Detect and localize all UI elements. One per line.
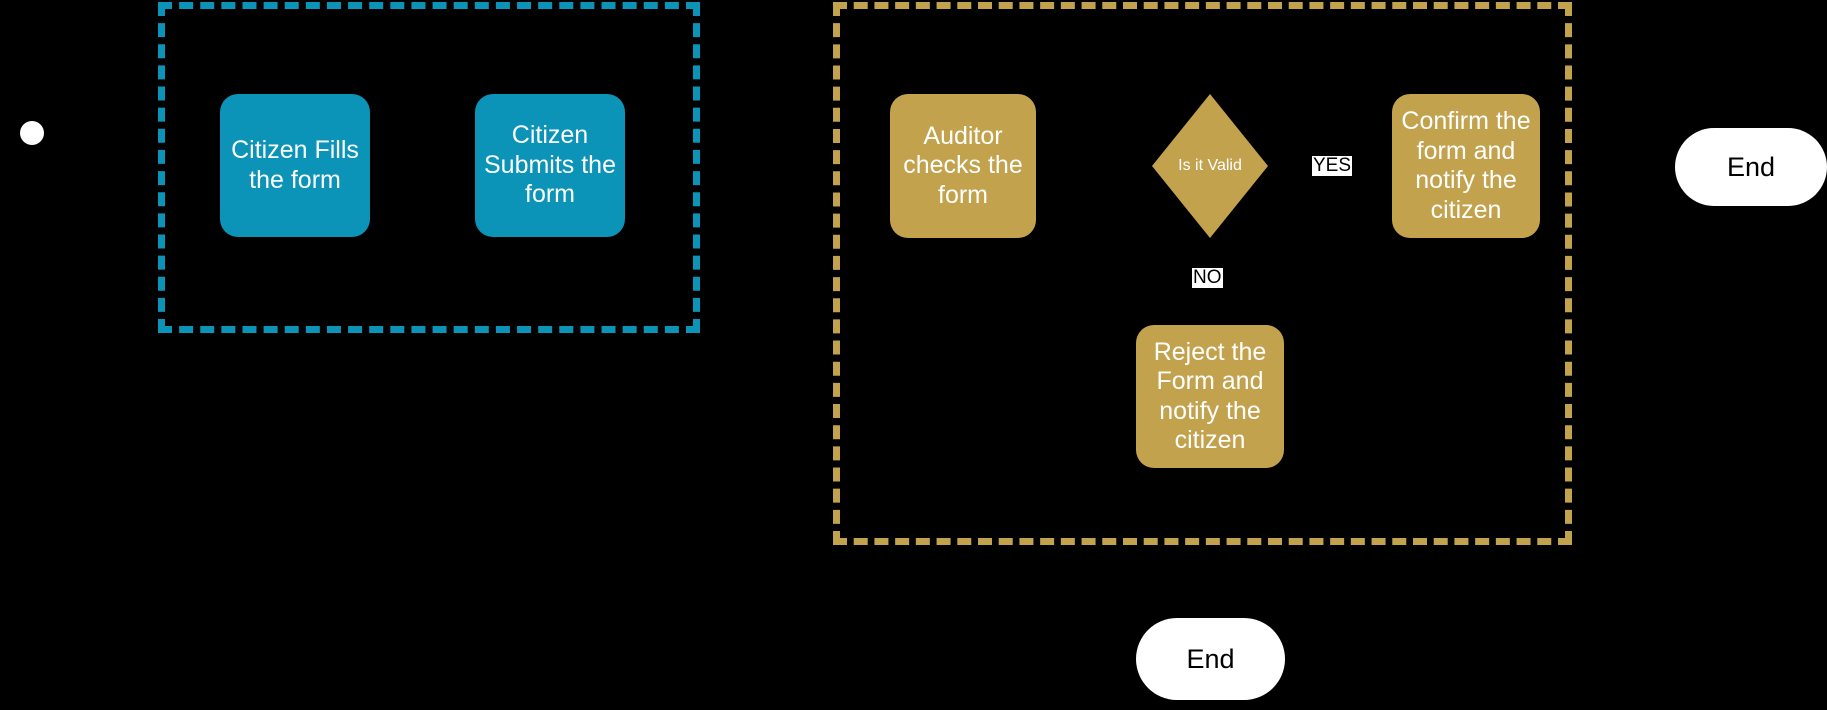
node-citizen-submits-form[interactable]: Citizen Submits the form bbox=[475, 94, 625, 237]
edge-label-no: NO bbox=[1192, 267, 1223, 288]
decision-label: Is it Valid bbox=[1178, 157, 1242, 174]
node-citizen-fills-form[interactable]: Citizen Fills the form bbox=[220, 94, 370, 237]
node-auditor-checks-form[interactable]: Auditor checks the form bbox=[890, 94, 1036, 238]
node-reject-form-notify-citizen[interactable]: Reject the Form and notify the citizen bbox=[1136, 325, 1284, 468]
swimlane-citizen bbox=[158, 2, 700, 333]
decision-is-it-valid[interactable]: Is it Valid bbox=[1152, 94, 1268, 238]
start-node[interactable] bbox=[20, 121, 44, 145]
edge-label-yes: YES bbox=[1312, 155, 1353, 176]
swimlane-auditor bbox=[833, 2, 1572, 545]
end-node-right[interactable]: End bbox=[1675, 128, 1827, 206]
end-node-bottom[interactable]: End bbox=[1136, 618, 1285, 700]
node-confirm-form-notify-citizen[interactable]: Confirm the form and notify the citizen bbox=[1392, 94, 1540, 238]
